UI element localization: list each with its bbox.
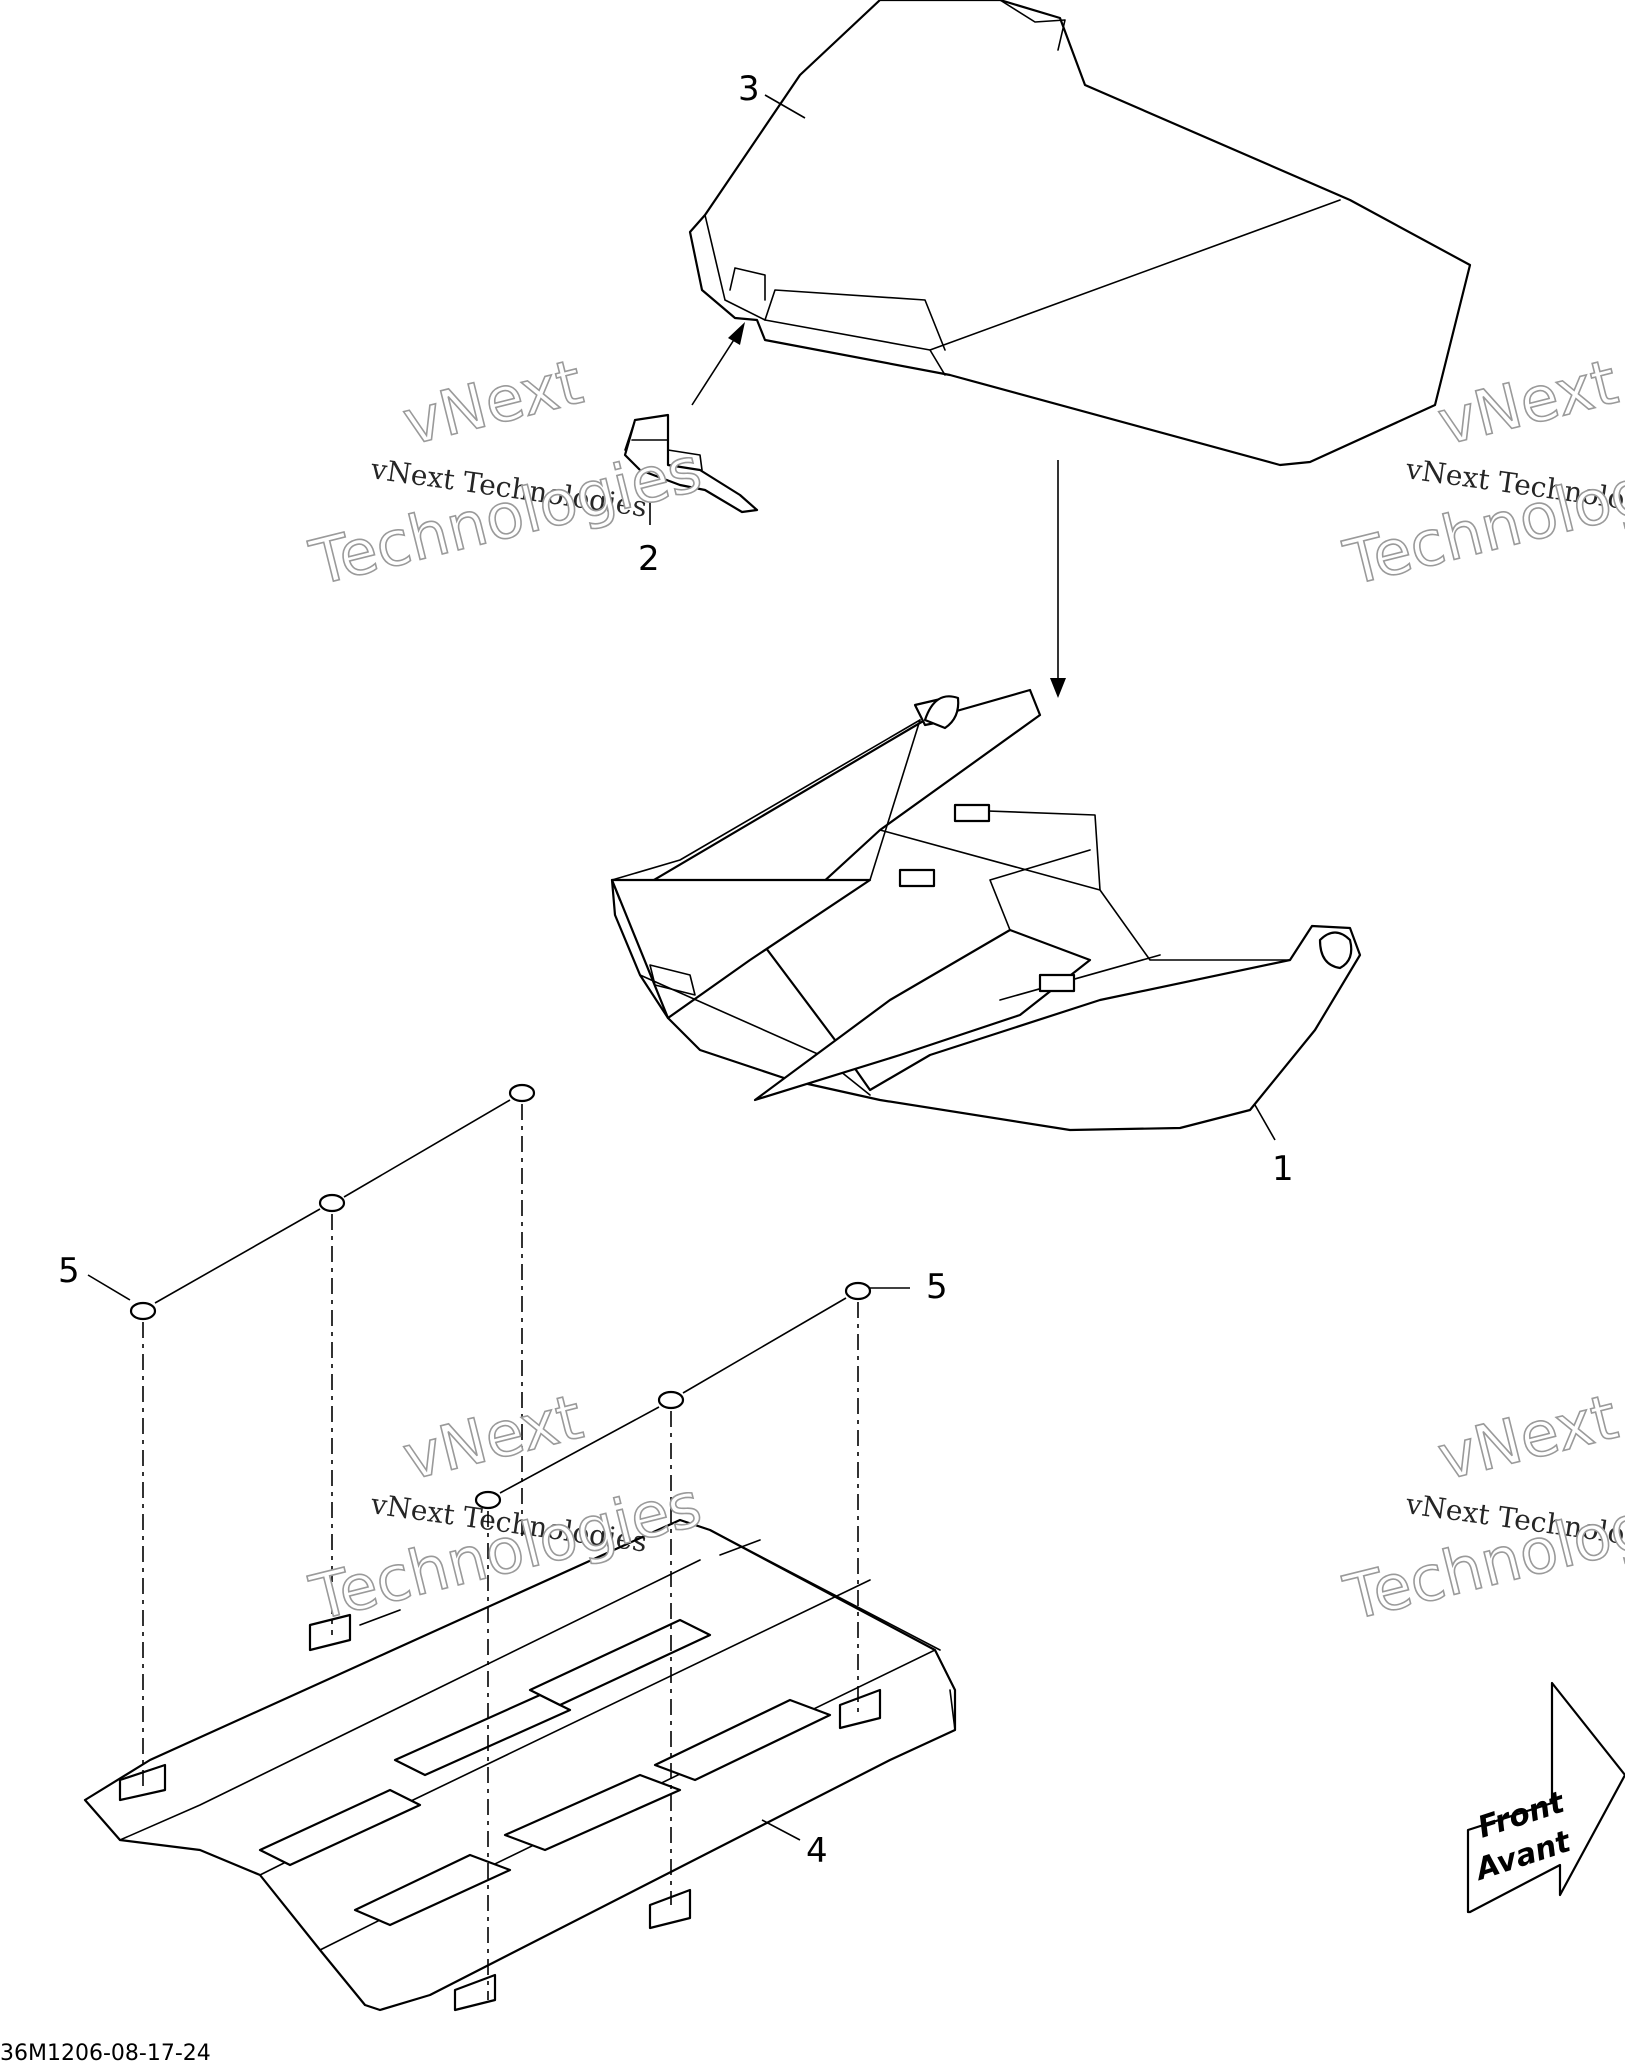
assembly-arrow-head <box>1050 678 1066 698</box>
part-3-cover[interactable] <box>688 0 1472 467</box>
callout-5-left: 5 <box>58 1251 80 1291</box>
part-5-fasteners[interactable] <box>129 1083 872 1510</box>
watermark-vnext: vNext <box>396 345 589 460</box>
callout-leaders <box>87 94 1276 1841</box>
callout-5-right: 5 <box>926 1267 948 1307</box>
callout-3: 3 <box>738 69 760 109</box>
callout-4: 4 <box>806 1831 828 1871</box>
part-5-chain-lines <box>142 1099 859 2000</box>
watermark-vnext: vNext <box>396 1380 589 1495</box>
part-1-housing[interactable] <box>610 688 1362 1132</box>
watermark-technologies: Technologies <box>1337 1467 1625 1634</box>
watermark-vnext: vNext <box>1431 345 1624 460</box>
part-2-latch[interactable] <box>623 413 759 514</box>
front-direction-indicator: Front Avant <box>1466 1681 1625 1914</box>
callout-2: 2 <box>638 539 660 579</box>
watermark-vnext: vNext <box>1431 1380 1624 1495</box>
watermark-technologies: Technologies <box>1337 432 1625 599</box>
watermark-bottom-right: vNext vNext Technologies Technologies <box>1336 1379 1625 1635</box>
part-2-arrow-line <box>691 334 738 406</box>
front-arrow-icon <box>1466 1681 1625 1914</box>
drawing-number: 36M1206-08-17-24 <box>0 2041 211 2066</box>
part-2-arrow-head <box>728 322 745 345</box>
part-4-skid-plate[interactable] <box>83 1518 957 2012</box>
callout-1: 1 <box>1272 1149 1294 1189</box>
